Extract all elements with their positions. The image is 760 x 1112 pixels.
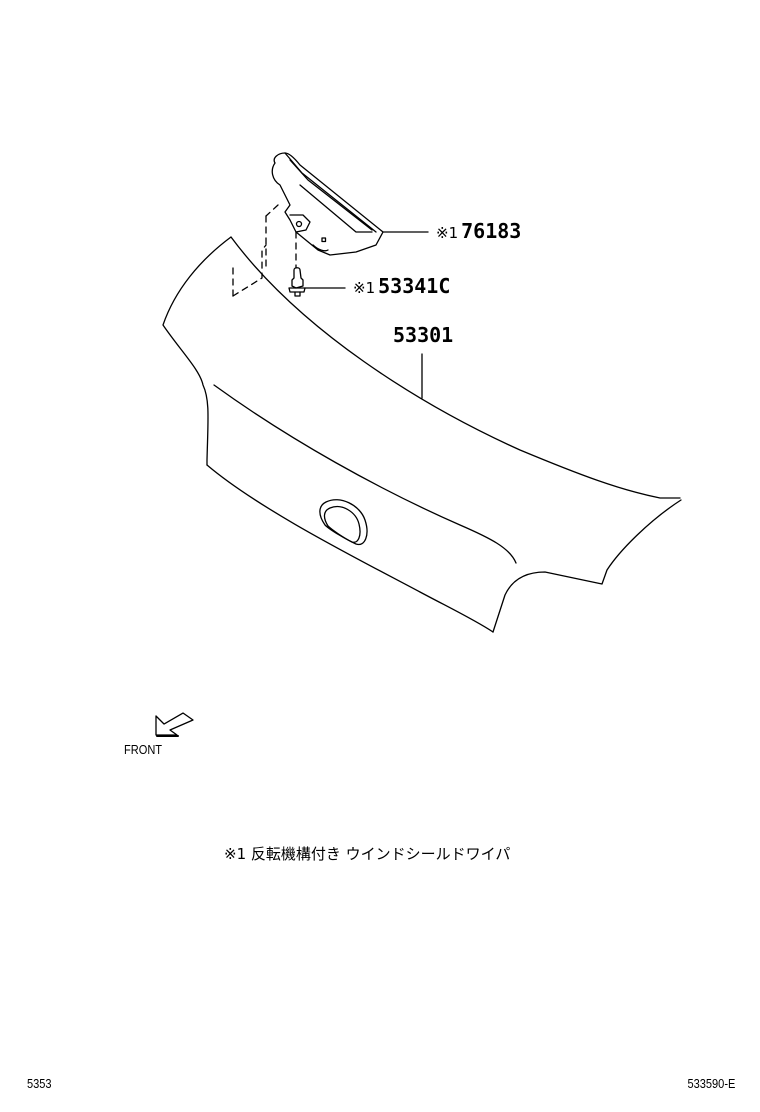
panel-53301-outline [162, 236, 682, 633]
callout-53301[interactable]: 53301 [393, 323, 453, 347]
part-number-label: 76183 [461, 219, 522, 243]
part-number-label: 53341C [378, 274, 451, 298]
footer-right-code: 533590-E [687, 1076, 735, 1091]
footer-left-code: 5353 [27, 1076, 52, 1091]
front-direction-label: FRONT [124, 742, 163, 757]
footnote-mark: ※1 [436, 224, 459, 242]
front-arrow-icon [155, 712, 194, 737]
mounting-guide-lines [232, 204, 297, 297]
clip-53341C-outline [288, 267, 346, 297]
part-number-label: 53301 [393, 323, 454, 347]
footnote-mark: ※1 [353, 279, 376, 297]
bracket-76183-outline [271, 152, 429, 256]
footnote-text: ※1 反転機構付き ウインドシールドワイパ [224, 845, 511, 863]
